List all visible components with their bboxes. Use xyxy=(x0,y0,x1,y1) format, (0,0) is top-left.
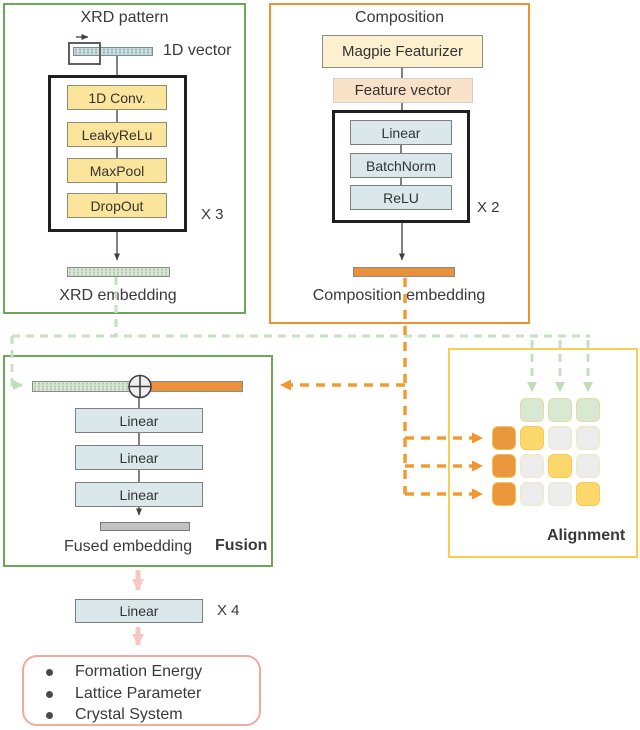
align-cell xyxy=(520,426,544,450)
fusion-panel-title: Fusion xyxy=(215,537,268,554)
align-cell xyxy=(548,398,572,422)
feature-vector-block: Feature vector xyxy=(333,78,473,103)
output-item-label: Crystal System xyxy=(75,706,183,723)
xrd-repeat-label: X 3 xyxy=(201,206,224,223)
composition-embedding-label: Composition embedding xyxy=(312,287,486,304)
nn-block-linear: Linear xyxy=(350,120,452,145)
xrd-panel-title: XRD pattern xyxy=(80,9,169,26)
align-cell xyxy=(576,426,600,450)
align-cell xyxy=(576,398,600,422)
nn-block-leakyrelu: LeakyReLu xyxy=(67,122,167,147)
align-cell xyxy=(576,454,600,478)
xrd-embedding-label: XRD embedding xyxy=(59,287,177,304)
fused-embedding-label: Fused embedding xyxy=(64,538,193,555)
bullet-icon xyxy=(46,711,53,719)
nn-block-maxpool: MaxPool xyxy=(67,158,167,183)
align-cell xyxy=(492,426,516,450)
nn-block-relu: ReLU xyxy=(350,185,452,210)
fusion-linear-1: Linear xyxy=(75,408,203,433)
composition-panel-title: Composition xyxy=(355,9,444,26)
output-item-label: Formation Energy xyxy=(75,663,203,680)
align-cell xyxy=(492,398,516,422)
bullet-icon xyxy=(46,690,53,698)
output-panel xyxy=(22,655,261,726)
concat-bar-xrd-half xyxy=(32,381,139,392)
alignment-panel xyxy=(448,348,638,558)
fusion-linear-2: Linear xyxy=(75,445,203,470)
composition-repeat-label: X 2 xyxy=(477,199,500,216)
align-cell xyxy=(492,454,516,478)
nn-block-batchnorm: BatchNorm xyxy=(350,153,452,178)
align-cell xyxy=(576,482,600,506)
align-cell xyxy=(548,454,572,478)
concat-bar-composition-half xyxy=(139,381,243,392)
align-cell xyxy=(548,426,572,450)
fused-embedding-bar xyxy=(100,522,190,531)
xrd-conv-block-group xyxy=(48,75,187,232)
align-cell xyxy=(520,398,544,422)
list-item: Crystal System xyxy=(46,705,183,725)
list-item: Lattice Parameter xyxy=(46,684,201,704)
magpie-featurizer-block: Magpie Featurizer xyxy=(322,35,483,68)
align-cell xyxy=(520,482,544,506)
bullet-icon xyxy=(46,668,53,676)
xrd-embedding-bar xyxy=(67,267,170,277)
output-item-label: Lattice Parameter xyxy=(75,685,202,702)
align-cell xyxy=(520,454,544,478)
alignment-matrix xyxy=(492,398,600,506)
composition-embedding-bar xyxy=(353,267,455,277)
list-item: Formation Energy xyxy=(46,662,202,682)
head-linear-block: Linear xyxy=(75,599,203,623)
1d-vector-bar xyxy=(73,47,153,56)
head-repeat-label: X 4 xyxy=(217,602,240,619)
composition-mlp-block-group xyxy=(332,110,470,223)
1d-vector-label: 1D vector xyxy=(163,42,232,59)
align-cell xyxy=(492,482,516,506)
nn-block-dropout: DropOut xyxy=(67,193,167,218)
align-cell xyxy=(548,482,572,506)
fusion-linear-3: Linear xyxy=(75,482,203,507)
alignment-panel-title: Alignment xyxy=(547,527,626,544)
nn-block-conv: 1D Conv. xyxy=(67,85,167,110)
sliding-window-icon xyxy=(68,42,101,65)
